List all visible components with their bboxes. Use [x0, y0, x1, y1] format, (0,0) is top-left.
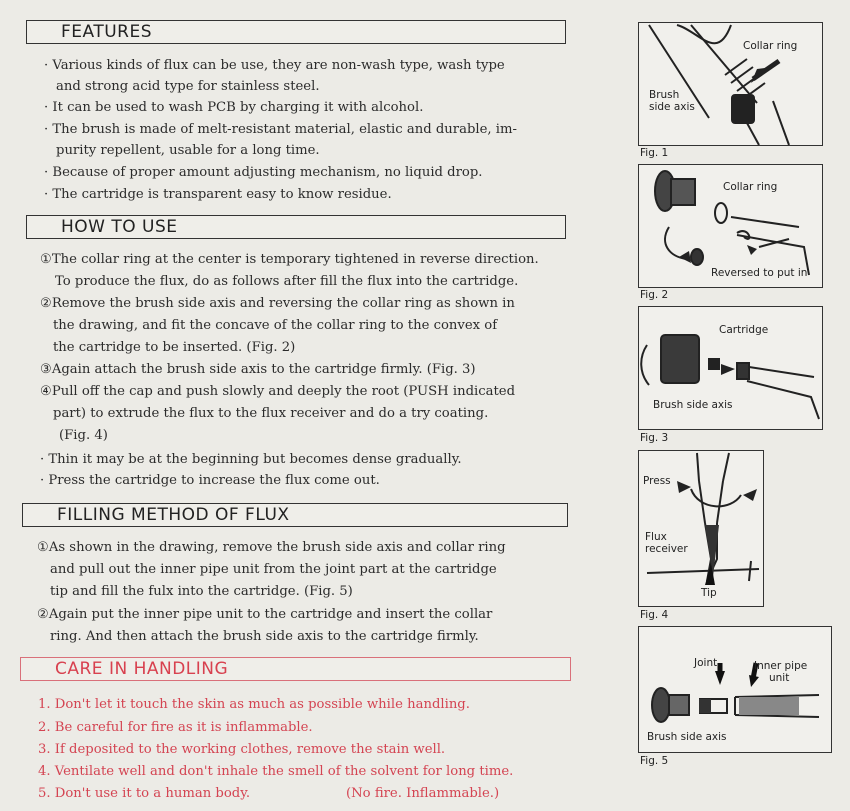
figure-4-label: Press	[643, 475, 671, 487]
how-to-use-line: the drawing, and fit the concave of the …	[53, 318, 498, 333]
how-to-use-line: · Thin it may be at the beginning but be…	[40, 452, 462, 467]
features-heading-text: FEATURES	[61, 22, 153, 42]
figure-1-label: Collar ring	[743, 40, 798, 52]
figure-5-label: Brush side axis	[647, 731, 727, 743]
care-heading-text: CARE IN HANDLING	[55, 659, 229, 679]
care-line: 1. Don't let it touch the skin as much a…	[38, 697, 470, 712]
how-to-use-line: ①The collar ring at the center is tempor…	[40, 252, 539, 267]
figure-2-drawing	[654, 170, 810, 276]
figure-3-label: Cartridge	[719, 324, 769, 336]
features-line: · Because of proper amount adjusting mec…	[44, 165, 483, 180]
figure-3-caption: Fig. 3	[640, 432, 669, 444]
how-to-use-line: ④Pull off the cap and push slowly and de…	[40, 384, 516, 399]
filling-line: tip and fill the fulx into the cartridge…	[50, 584, 353, 599]
how-to-use-line: (Fig. 4)	[59, 428, 108, 443]
how-to-use-heading: HOW TO USE	[26, 215, 566, 239]
figure-2-caption: Fig. 2	[640, 289, 669, 301]
how-to-use-line: To produce the flux, do as follows after…	[55, 274, 519, 289]
filling-line: and pull out the inner pipe unit from th…	[50, 562, 497, 577]
figure-1: Collar ring Brush side axis	[638, 22, 823, 146]
figure-5: Joint Inner pipe unit Brush side axis	[638, 626, 832, 753]
figure-4-caption: Fig. 4	[640, 609, 669, 621]
care-line: 3. If deposited to the working clothes, …	[38, 742, 446, 757]
care-line: 4. Ventilate well and don't inhale the s…	[38, 764, 514, 779]
figure-5-label: Joint	[694, 657, 718, 669]
figure-5-label: Inner pipe	[754, 660, 808, 672]
figure-1-caption: Fig. 1	[640, 147, 669, 159]
figure-2-label: Collar ring	[723, 181, 778, 193]
features-line: · Various kinds of flux can be use, they…	[44, 58, 505, 73]
how-to-use-line: part) to extrude the flux to the flux re…	[53, 406, 489, 421]
features-heading: FEATURES	[26, 20, 566, 44]
how-to-use-line: ②Remove the brush side axis and reversin…	[40, 296, 515, 311]
figure-5-drawing	[651, 662, 820, 723]
figure-2: Collar ring Reversed to put in	[638, 164, 823, 288]
care-line: (No fire. Inflammable.)	[346, 786, 500, 801]
features-line: · The brush is made of melt-resistant ma…	[44, 122, 517, 137]
figure-5-label: unit	[769, 672, 790, 684]
figure-5-caption: Fig. 5	[640, 755, 669, 767]
figure-1-drawing	[648, 24, 790, 146]
how-to-use-line: ③Again attach the brush side axis to the…	[40, 362, 476, 377]
how-to-use-line: the cartridge to be inserted. (Fig. 2)	[53, 340, 296, 355]
figure-3-label: Brush side axis	[653, 399, 733, 411]
figure-4-label: Tip	[701, 587, 717, 599]
figure-3-drawing	[640, 334, 820, 420]
how-to-use-heading-text: HOW TO USE	[61, 217, 178, 237]
filling-method-heading: FILLING METHOD OF FLUX	[22, 503, 568, 527]
figure-4: Press Flux receiver Tip	[638, 450, 764, 607]
figure-2-label: Reversed to put in	[711, 267, 808, 279]
filling-line: ①As shown in the drawing, remove the bru…	[37, 540, 506, 555]
features-line: and strong acid type for stainless steel…	[56, 79, 320, 94]
features-line: · The cartridge is transparent easy to k…	[44, 187, 392, 202]
care-heading: CARE IN HANDLING	[20, 657, 571, 681]
figure-3: Cartridge Brush side axis	[638, 306, 823, 430]
figure-1-label: Brush	[649, 89, 680, 101]
how-to-use-line: · Press the cartridge to increase the fl…	[40, 473, 380, 488]
features-line: · It can be used to wash PCB by charging…	[44, 100, 424, 115]
features-line: purity repellent, usable for a long time…	[56, 143, 320, 158]
figure-1-label: side axis	[649, 101, 695, 113]
figure-4-label: receiver	[645, 543, 688, 555]
figure-4-label: Flux	[645, 531, 667, 543]
filling-line: ②Again put the inner pipe unit to the ca…	[37, 607, 493, 622]
filling-method-heading-text: FILLING METHOD OF FLUX	[57, 505, 290, 525]
figure-4-drawing	[646, 452, 760, 585]
care-line: 5. Don't use it to a human body.	[38, 786, 251, 801]
filling-line: ring. And then attach the brush side axi…	[50, 629, 479, 644]
care-line: 2. Be careful for fire as it is inflamma…	[38, 720, 313, 735]
